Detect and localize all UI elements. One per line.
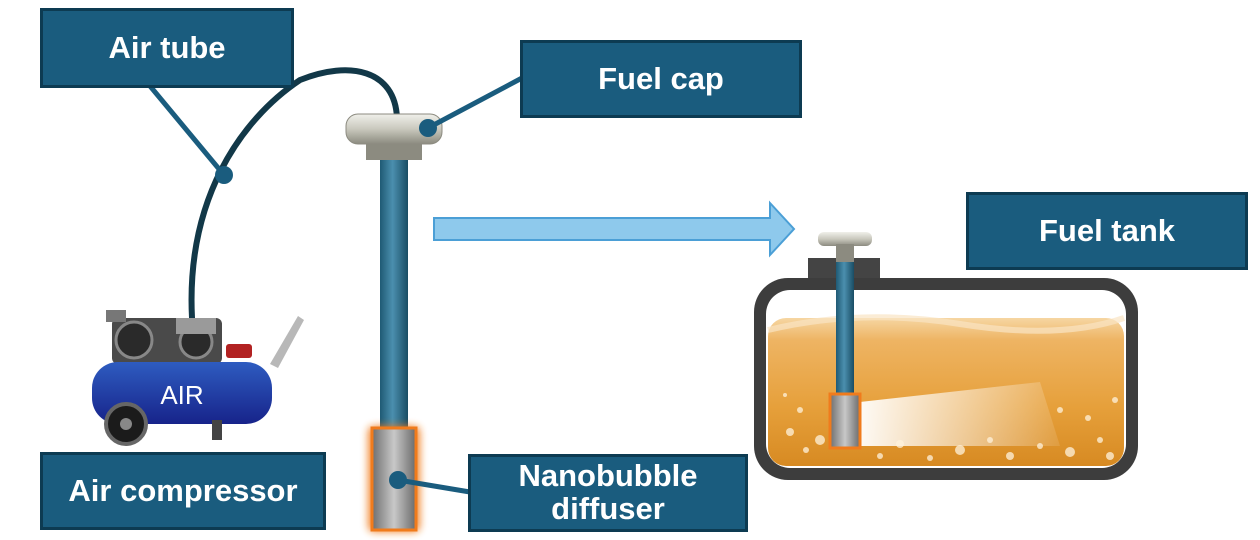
nanobubble-line1: Nanobubble xyxy=(518,458,698,494)
diffuser-leader xyxy=(397,477,471,495)
nanobubble-line2: diffuser xyxy=(551,491,665,526)
fuel-cap-text: Fuel cap xyxy=(598,60,724,96)
diffuser-dot xyxy=(389,471,407,489)
fuel-cap-icon xyxy=(345,113,443,430)
air-tube-dot xyxy=(215,166,233,184)
air-tube-text: Air tube xyxy=(108,29,226,65)
air-tube-leader xyxy=(148,84,226,177)
fuel-tank-icon xyxy=(754,232,1138,480)
nanobubble-diffuser-label: Nanobubble diffuser xyxy=(468,454,748,532)
air-tube-label: Air tube xyxy=(40,8,294,88)
air-compressor-icon: AIR xyxy=(92,310,304,446)
fuel-tank-text: Fuel tank xyxy=(1038,212,1176,248)
air-compressor-label: Air compressor xyxy=(40,452,326,530)
air-compressor-text: Air compressor xyxy=(68,472,298,508)
air-tube-hose xyxy=(188,67,400,321)
right-arrow-icon xyxy=(433,200,796,258)
fuel-cap-dot xyxy=(419,119,437,137)
compressor-air-text: AIR xyxy=(160,380,203,410)
fuel-cap-label: Fuel cap xyxy=(520,40,802,118)
fuel-cap-leader xyxy=(426,75,524,131)
fuel-tank-label: Fuel tank xyxy=(966,192,1248,270)
